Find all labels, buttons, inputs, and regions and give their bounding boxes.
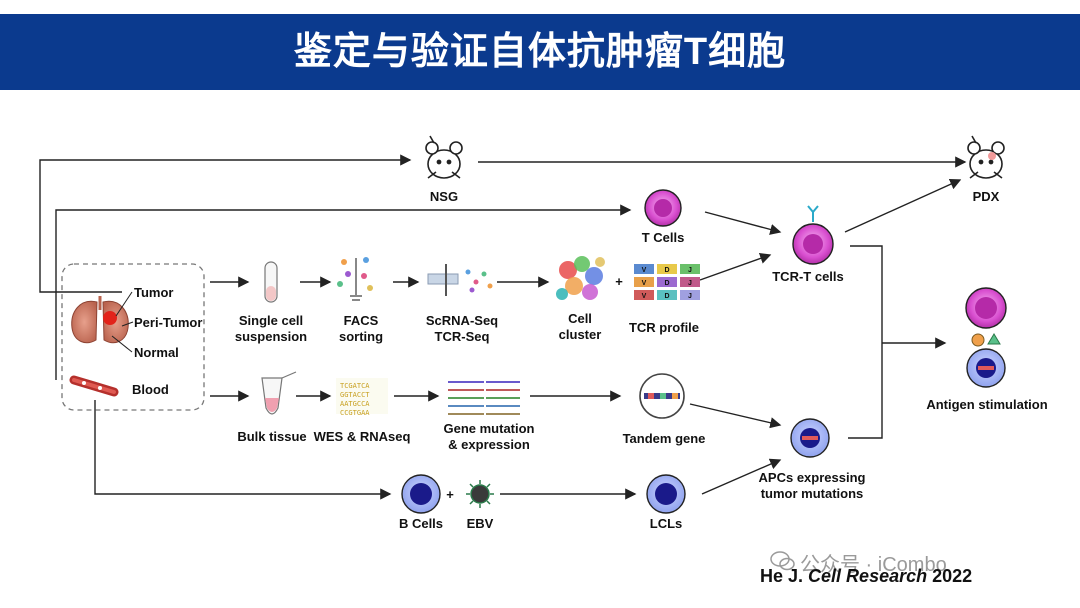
cell-cluster-label-1: Cell [568,311,592,326]
scrna-seq-icon [427,264,493,296]
lung-icon [71,296,129,344]
t-cells-label: T Cells [642,230,685,245]
peri-tumor-label: Peri-Tumor [134,315,202,330]
tcr-segment-label: V [642,280,647,287]
gene-mutation-icon [448,381,520,415]
tcr-segment-label: V [642,267,647,274]
ebv-label: EBV [467,516,494,531]
title-band [0,14,1080,90]
tcr-segment [680,277,700,287]
facs-label-2: sorting [339,329,383,344]
watermark-text: 公众号 · iCombo [800,554,947,576]
tcr-segment-label: J [688,293,692,300]
pdx-mouse-icon [967,135,1005,179]
tcr-segment [657,264,677,274]
tcr-segment [634,290,654,300]
eppendorf-tube-icon [261,371,297,415]
citation-journal: Cell Research [808,566,928,586]
tcr-segment [680,290,700,300]
facs-label-1: FACS [344,313,379,328]
sequence-block-icon: TCGATCA GGTACCT AATGCCA CCGTGAA [336,378,388,417]
svg-text:AATGCCA: AATGCCA [340,400,370,408]
tcr-t-cell-icon [792,205,834,265]
test-tube-icon [264,261,278,303]
blood-label: Blood [132,382,169,397]
cell-cluster-label-2: cluster [559,327,602,342]
sample-box [61,263,205,411]
tcr-segment-label: D [664,280,669,287]
gene-mutation-label-2: & expression [448,437,530,452]
antigen-stimulation-icon [965,287,1007,388]
svg-text:TCGATCA: TCGATCA [340,382,370,390]
cell-cluster-icon [556,256,605,300]
single-cell-label-1: Single cell [239,313,303,328]
citation: He J. Cell Research 2022 [760,566,972,587]
svg-text:CCGTGAA: CCGTGAA [340,409,370,417]
plus-sign-1: + [615,274,623,289]
bulk-tissue-label: Bulk tissue [237,429,306,444]
b-cell-icon [401,474,441,514]
tcr-segment-label: D [664,293,669,300]
wes-label: WES & RNAseq [314,429,411,444]
nsg-label: NSG [430,189,458,204]
scrna-seq-label-1: ScRNA-Seq [426,313,498,328]
nsg-mouse-icon [425,135,463,179]
blood-vessel-icon [69,375,119,397]
b-cells-label: B Cells [399,516,443,531]
pdx-label: PDX [973,189,1000,204]
tcr-segment-label: J [688,280,692,287]
tumor-label: Tumor [134,285,173,300]
lcl-icon [646,474,686,514]
t-cell-icon [644,189,682,227]
tcr-segment [634,264,654,274]
svg-text:GGTACCT: GGTACCT [340,391,370,399]
gene-mutation-label-1: Gene mutation [443,421,534,436]
tandem-gene-icon [639,373,685,419]
tandem-gene-label: Tandem gene [623,431,706,446]
citation-author: He J. [760,566,804,586]
ebv-virus-icon [466,480,494,508]
apcs-label-1: APCs expressing [759,470,866,485]
tcr-segment-label: J [688,267,692,274]
tcr-segment-label: V [642,293,647,300]
page-title: 鉴定与验证自体抗肿瘤T细胞 [293,31,787,73]
facs-icon [337,257,373,301]
tcr-profile-grid: V D J V D J V D J [634,264,700,300]
apcs-label-2: tumor mutations [761,486,864,501]
connector-lines [39,154,967,500]
scrna-seq-label-2: TCR-Seq [435,329,490,344]
normal-label: Normal [134,345,179,360]
apc-icon [790,418,830,458]
title-bar: 鉴定与验证自体抗肿瘤T细胞 [0,0,1080,92]
tcr-segment [657,277,677,287]
wechat-icon [770,551,795,571]
tcr-profile-label: TCR profile [629,320,699,335]
plus-sign-2: + [446,487,454,502]
tcr-t-cells-label: TCR-T cells [772,269,844,284]
tcr-segment-label: D [664,267,669,274]
single-cell-label-2: suspension [235,329,307,344]
tcr-segment [680,264,700,274]
lcls-label: LCLs [650,516,683,531]
tcr-segment [657,290,677,300]
tcr-segment [634,277,654,287]
citation-year: 2022 [932,566,973,586]
antigen-stimulation-label: Antigen stimulation [926,397,1047,412]
